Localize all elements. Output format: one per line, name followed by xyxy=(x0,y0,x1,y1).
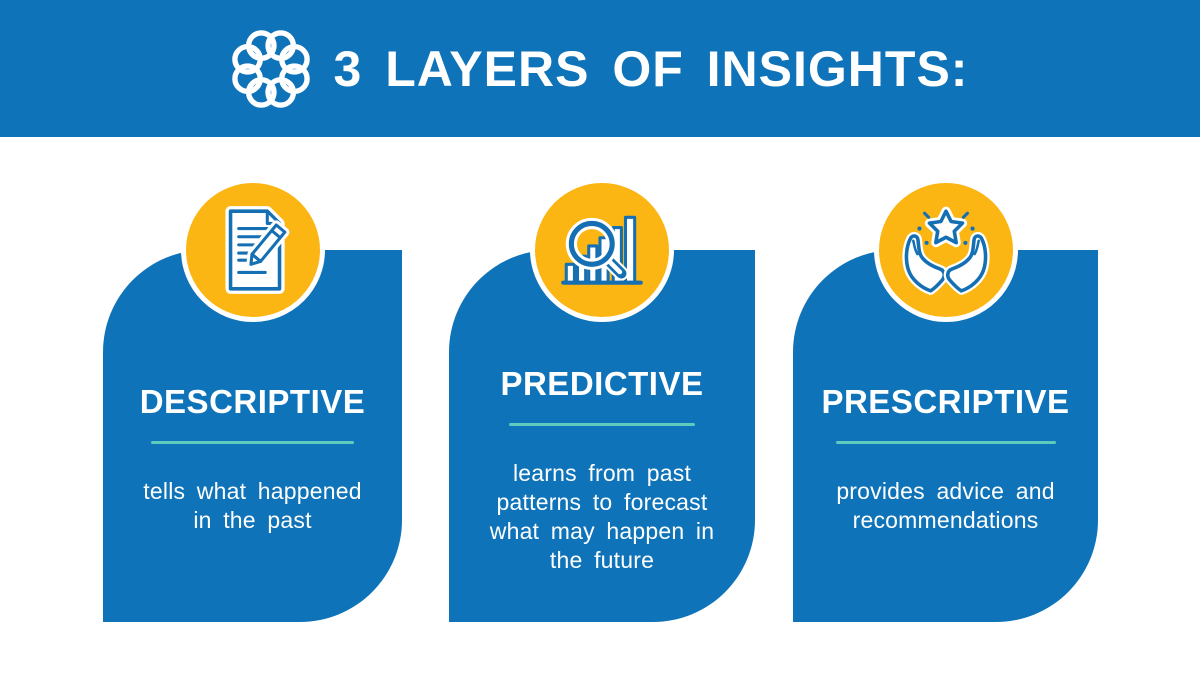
card-descriptive: DESCRIPTIVE tells what happened in the p… xyxy=(103,178,402,622)
hands-star-icon xyxy=(901,206,990,295)
description-line: in the past xyxy=(193,507,312,533)
predictive-icon-badge xyxy=(530,178,674,322)
teal-divider xyxy=(151,441,354,444)
card-title-prescriptive: PRESCRIPTIVE xyxy=(821,383,1070,420)
card-title-descriptive: DESCRIPTIVE xyxy=(139,383,366,420)
card-description: learns from past patterns to forecast wh… xyxy=(449,459,755,575)
descriptive-content: DESCRIPTIVE tells what happened in the p… xyxy=(103,250,402,535)
card-description: tells what happened in the past xyxy=(103,477,402,535)
document-pencil-icon xyxy=(224,206,289,294)
prescriptive-icon-badge xyxy=(873,178,1018,322)
description-line: provides advice and xyxy=(836,478,1055,504)
predictive-content: PREDICTIVE learns from past patterns to … xyxy=(449,250,755,575)
card-description: provides advice and recommendations xyxy=(793,477,1098,535)
description-line: tells what happened xyxy=(143,478,362,504)
page-title: 3 LAYERS OF INSIGHTS: xyxy=(333,40,969,97)
description-line: what may happen in xyxy=(489,518,715,544)
teal-divider xyxy=(509,423,695,426)
prescriptive-content: PRESCRIPTIVE provides advice and recomme… xyxy=(793,250,1098,535)
teal-divider xyxy=(835,441,1056,444)
description-line: recommendations xyxy=(852,507,1039,533)
header-banner: 3 LAYERS OF INSIGHTS: xyxy=(0,0,1200,137)
card-prescriptive: PRESCRIPTIVE provides advice and recomme… xyxy=(793,178,1098,622)
card-title-predictive: PREDICTIVE xyxy=(500,365,704,402)
chart-magnifier-icon xyxy=(561,215,643,285)
descriptive-icon-badge xyxy=(180,178,325,322)
description-line: the future xyxy=(549,547,655,573)
description-line: learns from past xyxy=(512,460,692,486)
ring-of-circles-logo-icon xyxy=(231,29,310,108)
card-predictive: PREDICTIVE learns from past patterns to … xyxy=(449,178,755,622)
description-line: patterns to forecast xyxy=(496,489,708,515)
